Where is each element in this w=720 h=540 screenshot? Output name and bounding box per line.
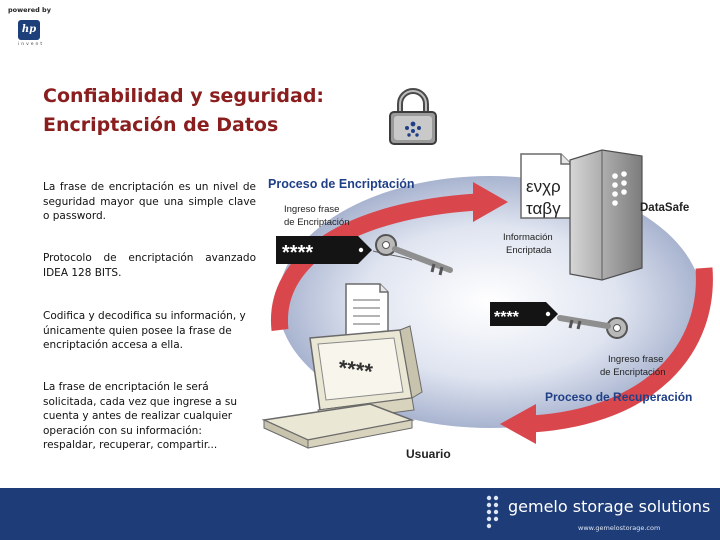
- screen-stars: ****: [337, 355, 375, 385]
- key-icon: [372, 234, 453, 276]
- key-bottom-icon: [557, 315, 628, 339]
- paragraph-codify: Codifica y decodifica su información, y …: [43, 310, 246, 351]
- tag-hole-top: [358, 247, 364, 253]
- process-recovery-label: Proceso de Recuperación: [545, 390, 692, 404]
- footer-bar: gemelo storage solutions www.gemelostora…: [0, 488, 720, 540]
- hp-logo: powered by hp invent: [6, 4, 51, 48]
- paper-icon: [345, 283, 389, 337]
- ingreso-frase-top-line1: Ingreso frase: [284, 204, 339, 215]
- info-encrypted-line2: Encriptada: [506, 245, 552, 256]
- hp-logo-mark: hp: [18, 20, 40, 40]
- cipher-line-1: ενχρ: [526, 177, 561, 196]
- title-line-1: Confiabilidad y seguridad:: [43, 85, 325, 107]
- process-encryption-label: Proceso de Encriptación: [268, 177, 415, 191]
- recover-arrow: [531, 267, 713, 433]
- password-tag-bottom: [490, 302, 558, 326]
- password-tag-top: [276, 236, 372, 264]
- paragraph-protocol: Protocolo de encriptación avanzado IDEA …: [43, 252, 256, 279]
- usuario-label: Usuario: [406, 447, 451, 461]
- ingreso-frase-bottom-line1: Ingreso frase: [608, 354, 663, 365]
- info-encrypted-line1: Información: [503, 232, 553, 243]
- recover-arrowhead: [500, 404, 536, 444]
- encryption-diagram: Proceso de Encriptación Ingreso frase de…: [262, 149, 713, 461]
- encrypt-arrowhead: [473, 182, 508, 222]
- tag-hole-bottom: [545, 311, 551, 317]
- ingreso-frase-top-line2: de Encriptación: [284, 217, 349, 228]
- paragraph-encryption-phrase: La frase de encriptación es un nivel de …: [43, 181, 256, 222]
- paragraph-request: La frase de encriptación le será solicit…: [43, 381, 237, 451]
- page-title: Confiabilidad y seguridad: Encriptación …: [43, 82, 373, 140]
- password-stars-top: ****: [282, 242, 313, 264]
- padlock-icon: [389, 88, 437, 145]
- powered-by-text: powered by: [8, 6, 51, 14]
- gemelo-logo-icon: [486, 495, 499, 529]
- ingreso-frase-bottom-line2: de Encriptación: [600, 367, 665, 378]
- title-line-2: Encriptación de Datos: [43, 114, 279, 136]
- cipher-line-2: ταβγ: [526, 199, 561, 218]
- computer-icon: [262, 325, 423, 449]
- gemelo-website: www.gemelostorage.com: [578, 524, 661, 532]
- gemelo-brand-name: gemelo storage solutions: [508, 497, 711, 516]
- document-icon: [520, 153, 572, 219]
- server-icon: [569, 149, 643, 281]
- password-stars-bottom: ****: [494, 309, 520, 326]
- hp-tagline: invent: [18, 42, 45, 47]
- datasafe-label: DataSafe: [640, 202, 689, 214]
